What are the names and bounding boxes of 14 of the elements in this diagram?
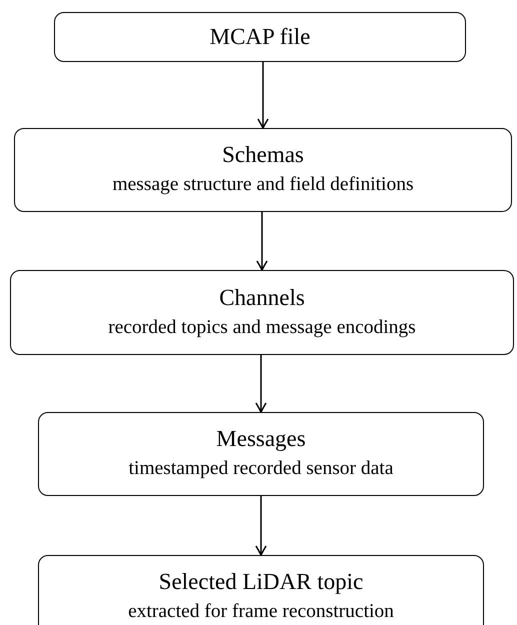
box-title: Channels <box>219 284 305 312</box>
box-description: message structure and field definitions <box>112 173 414 197</box>
box-title: Selected LiDAR topic <box>158 568 364 596</box>
box-description: extracted for frame reconstruction <box>128 600 394 624</box>
box-description: timestamped recorded sensor data <box>128 457 394 481</box>
process-box <box>14 128 512 212</box>
box-description: recorded topics and message encodings <box>108 316 416 340</box>
process-box <box>38 555 484 625</box>
process-box <box>54 12 466 62</box>
box-title: Schemas <box>222 141 304 169</box>
process-box <box>10 270 514 355</box>
process-box <box>38 412 484 496</box>
box-title: Messages <box>216 425 306 453</box>
box-title: MCAP file <box>210 23 310 51</box>
